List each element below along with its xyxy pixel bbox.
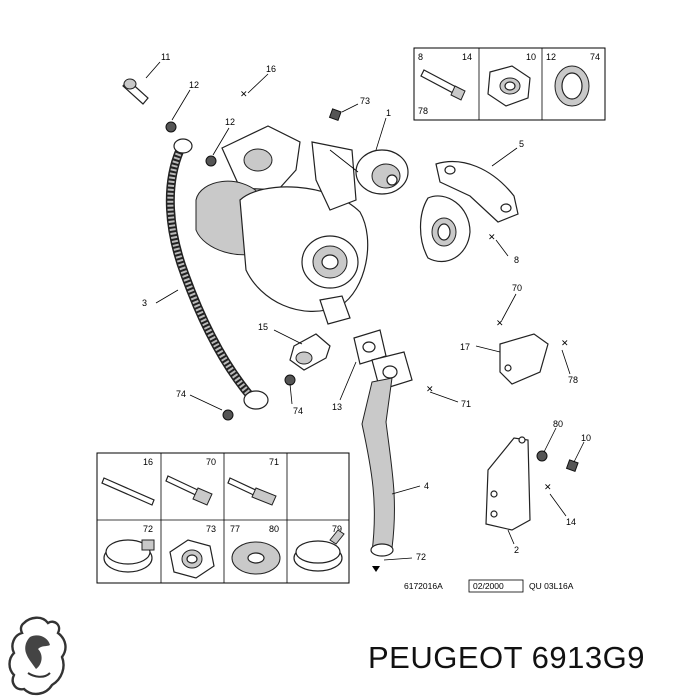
kit-box-top: 8 14 78 10 12 74 [413,47,606,121]
kit-label: 74 [590,52,600,62]
callout-12: 12 [225,117,235,127]
turbocharger-body [195,125,369,325]
oil-feed-pipe [165,138,269,410]
kit-label: 70 [206,457,216,467]
fastener-markers: ✕ ✕ ✕ ✕ ✕ ✕ [165,89,579,492]
kit-label: 71 [269,457,279,467]
callout-16: 16 [266,64,276,74]
callout-2: 2 [514,545,519,555]
svg-text:✕: ✕ [496,318,504,328]
callout-12: 12 [189,80,199,90]
svg-text:✕: ✕ [240,89,248,99]
callout-73: 73 [360,96,370,106]
callout-labels: 11 12 12 16 73 1 5 8 3 15 70 17 78 13 71… [142,52,591,562]
nut-icon [169,539,215,579]
kit-label: 14 [462,52,472,62]
kit-label: 79 [332,524,342,534]
kit-label: 78 [418,106,428,116]
callout-15: 15 [258,322,268,332]
kit-label: 10 [526,52,536,62]
callout-3: 3 [142,298,147,308]
caption-date-box [468,579,524,593]
callout-74: 74 [293,406,303,416]
callout-13: 13 [332,402,342,412]
callout-14: 14 [566,517,576,527]
caption-date: 02/2000 [473,581,504,591]
callout-80: 80 [553,419,563,429]
banjo-bolt-icon [227,477,277,506]
kit-label: 8 [418,52,423,62]
banjo-fitting-icon [243,390,269,410]
banjo-bolt-part [122,78,149,105]
kit-box-bottom: 16 70 71 72 73 77 80 79 [96,452,350,584]
caption-code: QU 03L16A [529,581,574,591]
oil-return-hose [361,377,395,557]
callout-11: 11 [161,52,170,62]
washer-icon [231,541,281,575]
flange-nut-icon [487,65,531,107]
stud-icon [101,477,155,506]
bolt-icon [165,475,213,506]
leader-lines [145,61,585,561]
callout-1: 1 [386,108,391,118]
kit-label: 72 [143,524,153,534]
arrow-marker-icon [372,566,380,572]
kit-label: 16 [143,457,153,467]
kit-label: 73 [206,524,216,534]
svg-text:✕: ✕ [561,338,569,348]
callout-10: 10 [581,433,591,443]
exhaust-flange [419,195,471,263]
mounting-bracket [485,436,531,531]
bolt-icon [420,69,466,101]
callout-72: 72 [416,552,426,562]
reference-caption: 6172016A 02/2000 QU 03L16A [404,579,574,593]
part-number-title: PEUGEOT 6913G9 [368,640,645,675]
banjo-fitting-icon [173,138,193,154]
callout-78: 78 [568,375,578,385]
spring-clip-icon [293,529,345,572]
wastegate-actuator [329,149,409,195]
svg-text:✕: ✕ [488,232,496,242]
svg-text:✕: ✕ [544,482,552,492]
callout-70: 70 [512,283,522,293]
kit-label: 80 [269,524,279,534]
svg-text:✕: ✕ [426,384,434,394]
callout-5: 5 [519,139,524,149]
peugeot-lion-logo [8,616,67,696]
callout-4: 4 [424,481,429,491]
callout-8: 8 [514,255,519,265]
callout-17: 17 [460,342,470,352]
kit-label: 12 [546,52,556,62]
callout-71: 71 [461,399,471,409]
callout-74: 74 [176,389,186,399]
support-bracket [499,333,549,385]
boost-sensor [289,333,331,371]
washer-icon [554,65,590,107]
hose-clamp-icon [103,539,155,573]
kit-label: 77 [230,524,240,534]
caption-ref: 6172016A [404,581,443,591]
exhaust-gasket [435,160,519,223]
